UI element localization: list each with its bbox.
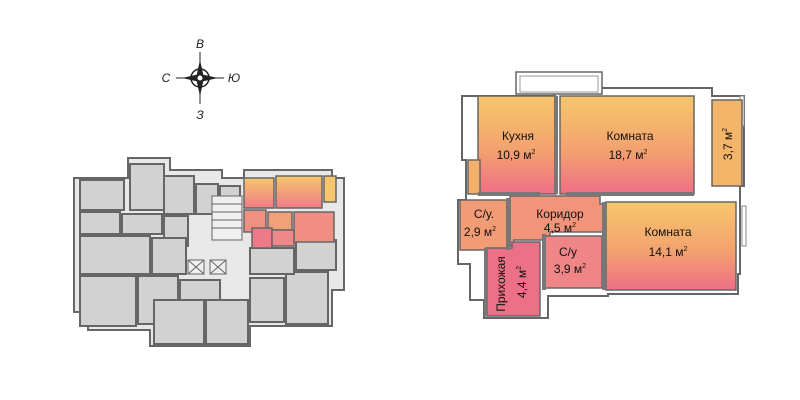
room-kitchen xyxy=(477,95,557,195)
room-living-1 xyxy=(559,95,695,195)
room2-name: Комната xyxy=(645,225,692,239)
corridor-name: Коридор xyxy=(536,207,584,221)
compass-west-label: С xyxy=(162,71,171,85)
highlighted-apartment xyxy=(243,175,337,249)
room-wc-1 xyxy=(459,199,509,251)
balcony-area: 3,7 м2 xyxy=(721,128,735,160)
wc2-area: 3,9 м2 xyxy=(554,262,586,276)
compass-north-label: В xyxy=(196,37,204,51)
wc1-area: 2,9 м2 xyxy=(464,225,496,239)
room2-area: 14,1 м2 xyxy=(649,245,688,259)
wc1-name: С/у. xyxy=(474,207,494,221)
kitchen-name: Кухня xyxy=(502,129,534,143)
room-living-2 xyxy=(605,201,737,291)
apartment-plan xyxy=(457,71,747,319)
compass-rose xyxy=(176,52,224,104)
hall-area: 4,4 м2 xyxy=(515,266,529,298)
room-balcony xyxy=(711,99,743,187)
compass-east-label: Ю xyxy=(228,71,240,85)
room1-name: Комната xyxy=(607,129,654,143)
hall-name: Прихожая xyxy=(494,256,508,312)
wc2-name: С/у xyxy=(559,245,577,259)
kitchen-area: 10,9 м2 xyxy=(497,148,536,162)
compass-south-label: З xyxy=(196,108,204,122)
building-key-plan xyxy=(73,157,345,347)
room1-area: 18,7 м2 xyxy=(609,148,648,162)
corridor-area: 4,5 м2 xyxy=(544,221,576,235)
